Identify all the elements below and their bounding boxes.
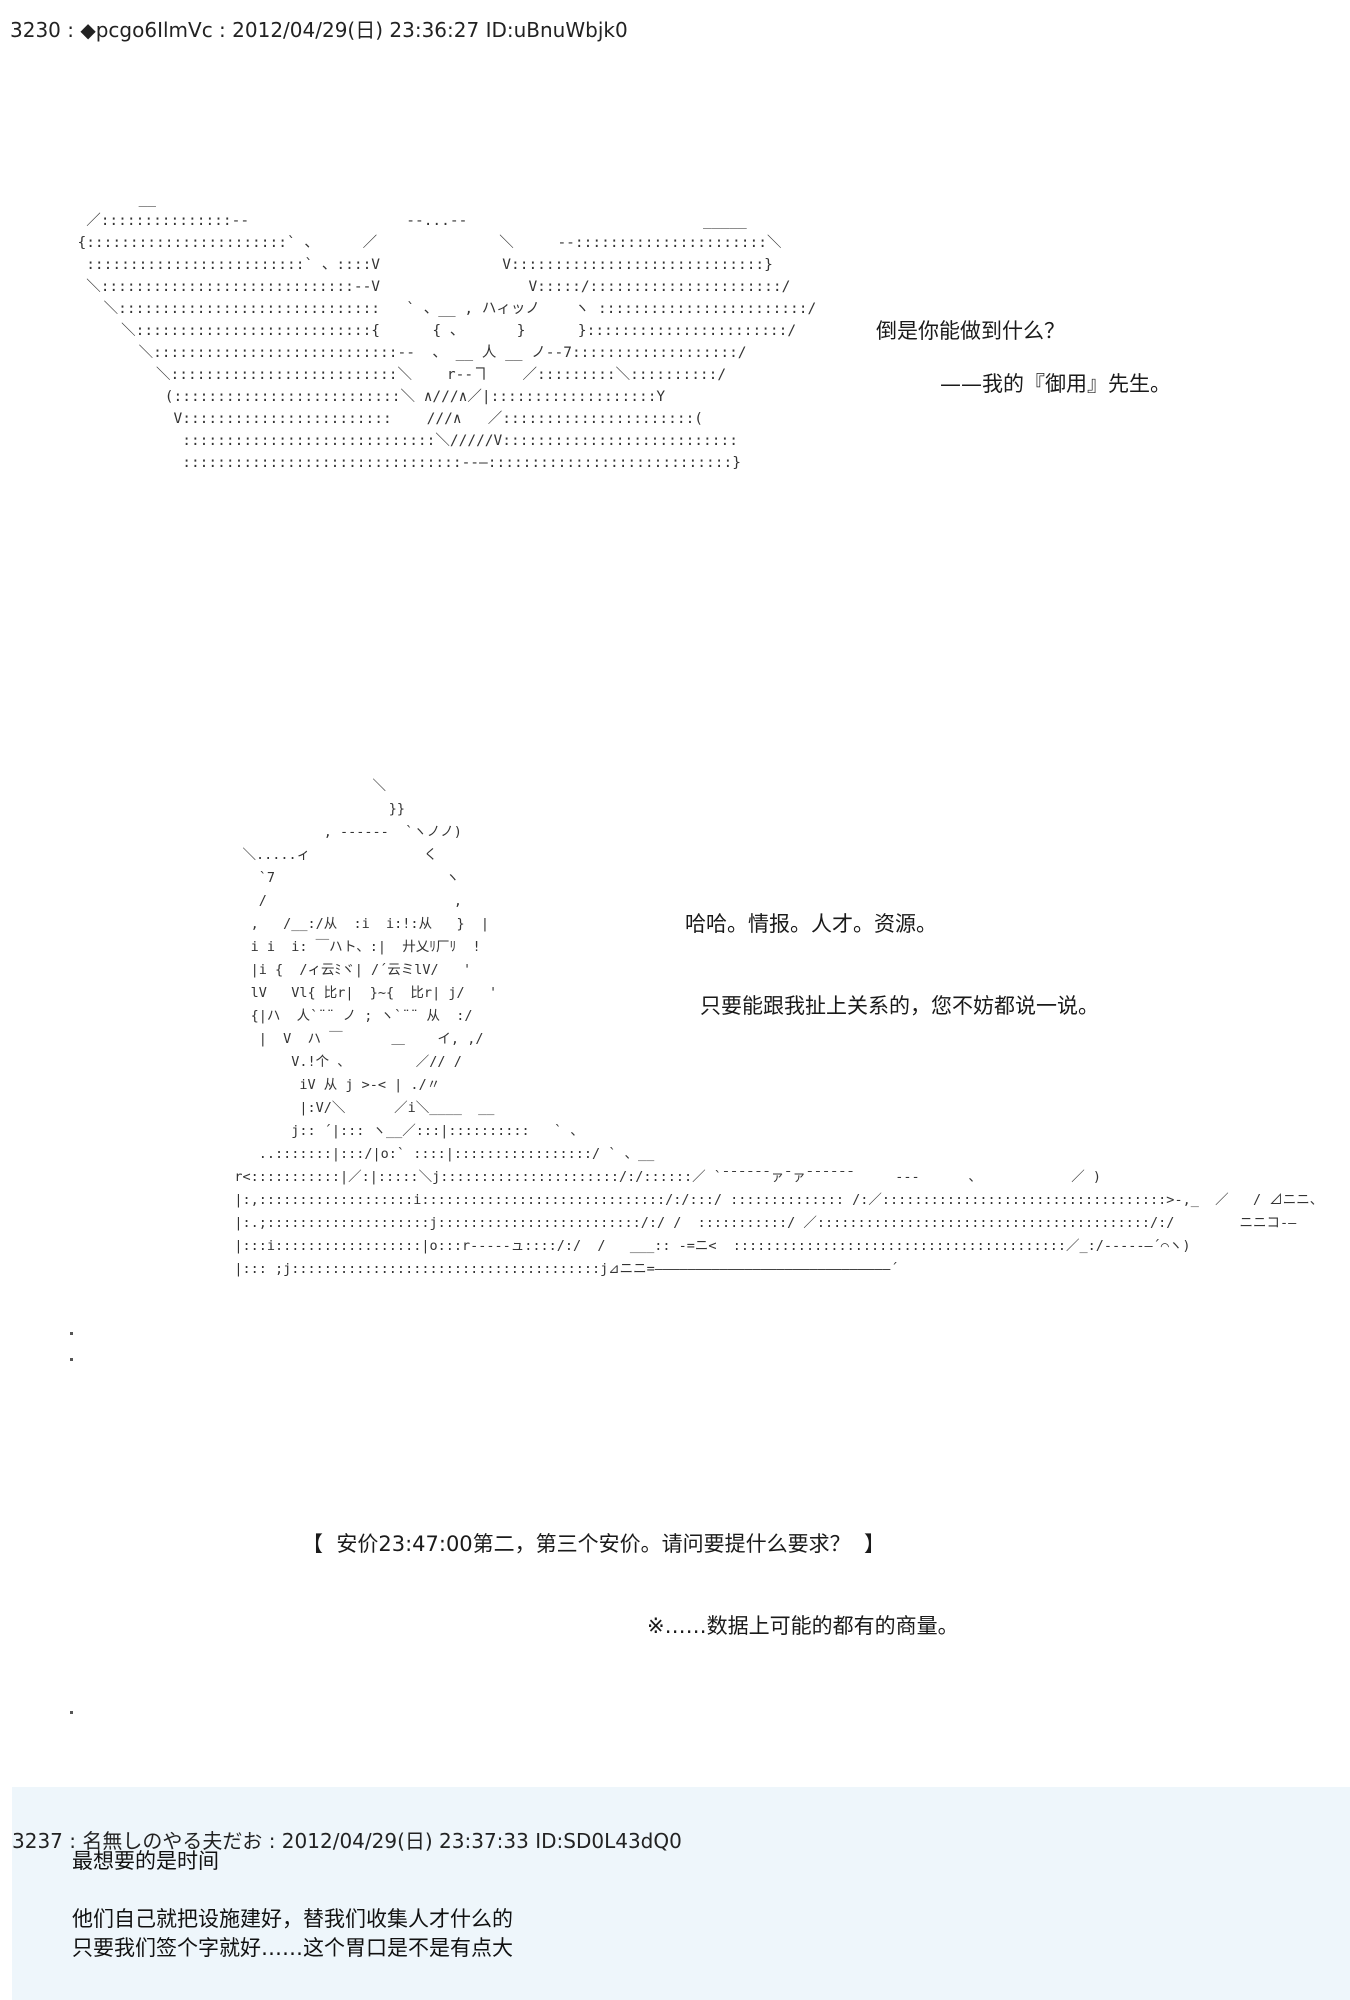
speech-line: 倒是你能做到什么？ <box>876 319 1065 343</box>
reply-body: 最想要的是时间 他们自己就把设施建好，替我们收集人才什么的 只要我们签个字就好…… <box>72 1849 513 1960</box>
anchor-request-line: 【 安价23:47:00第二，第三个安价。请问要提什么要求？ 】 <box>302 1532 886 1556</box>
ascii-art-character-bottom: ＼ }} , ------ `ヽノノ) ＼.....ィ く `7 ヽ / , ,… <box>234 778 1324 1277</box>
reply-header: 3237 : 名無しのやる夫だお : 2012/04/29(日) 23:37:3… <box>12 1829 682 1853</box>
note-line: ※……数据上可能的都有的商量。 <box>647 1614 959 1638</box>
post-header: 3230 : ◆pcgo6IlmVc : 2012/04/29(日) 23:36… <box>10 18 628 42</box>
stray-dot <box>70 1358 73 1361</box>
stray-dot <box>70 1332 73 1335</box>
stray-dot <box>70 1711 73 1714</box>
speech-line: 哈哈。情报。人才。资源。 <box>685 912 937 936</box>
reply-post: 3237 : 名無しのやる夫だお : 2012/04/29(日) 23:37:3… <box>12 1787 1350 2000</box>
speech-line: 只要能跟我扯上关系的，您不妨都说一说。 <box>700 994 1099 1018</box>
ascii-art-character-top: __ ／:::::::::::::::-- --...-- _____ {:::… <box>77 191 817 471</box>
speech-line: ——我的『御用』先生。 <box>940 372 1171 396</box>
